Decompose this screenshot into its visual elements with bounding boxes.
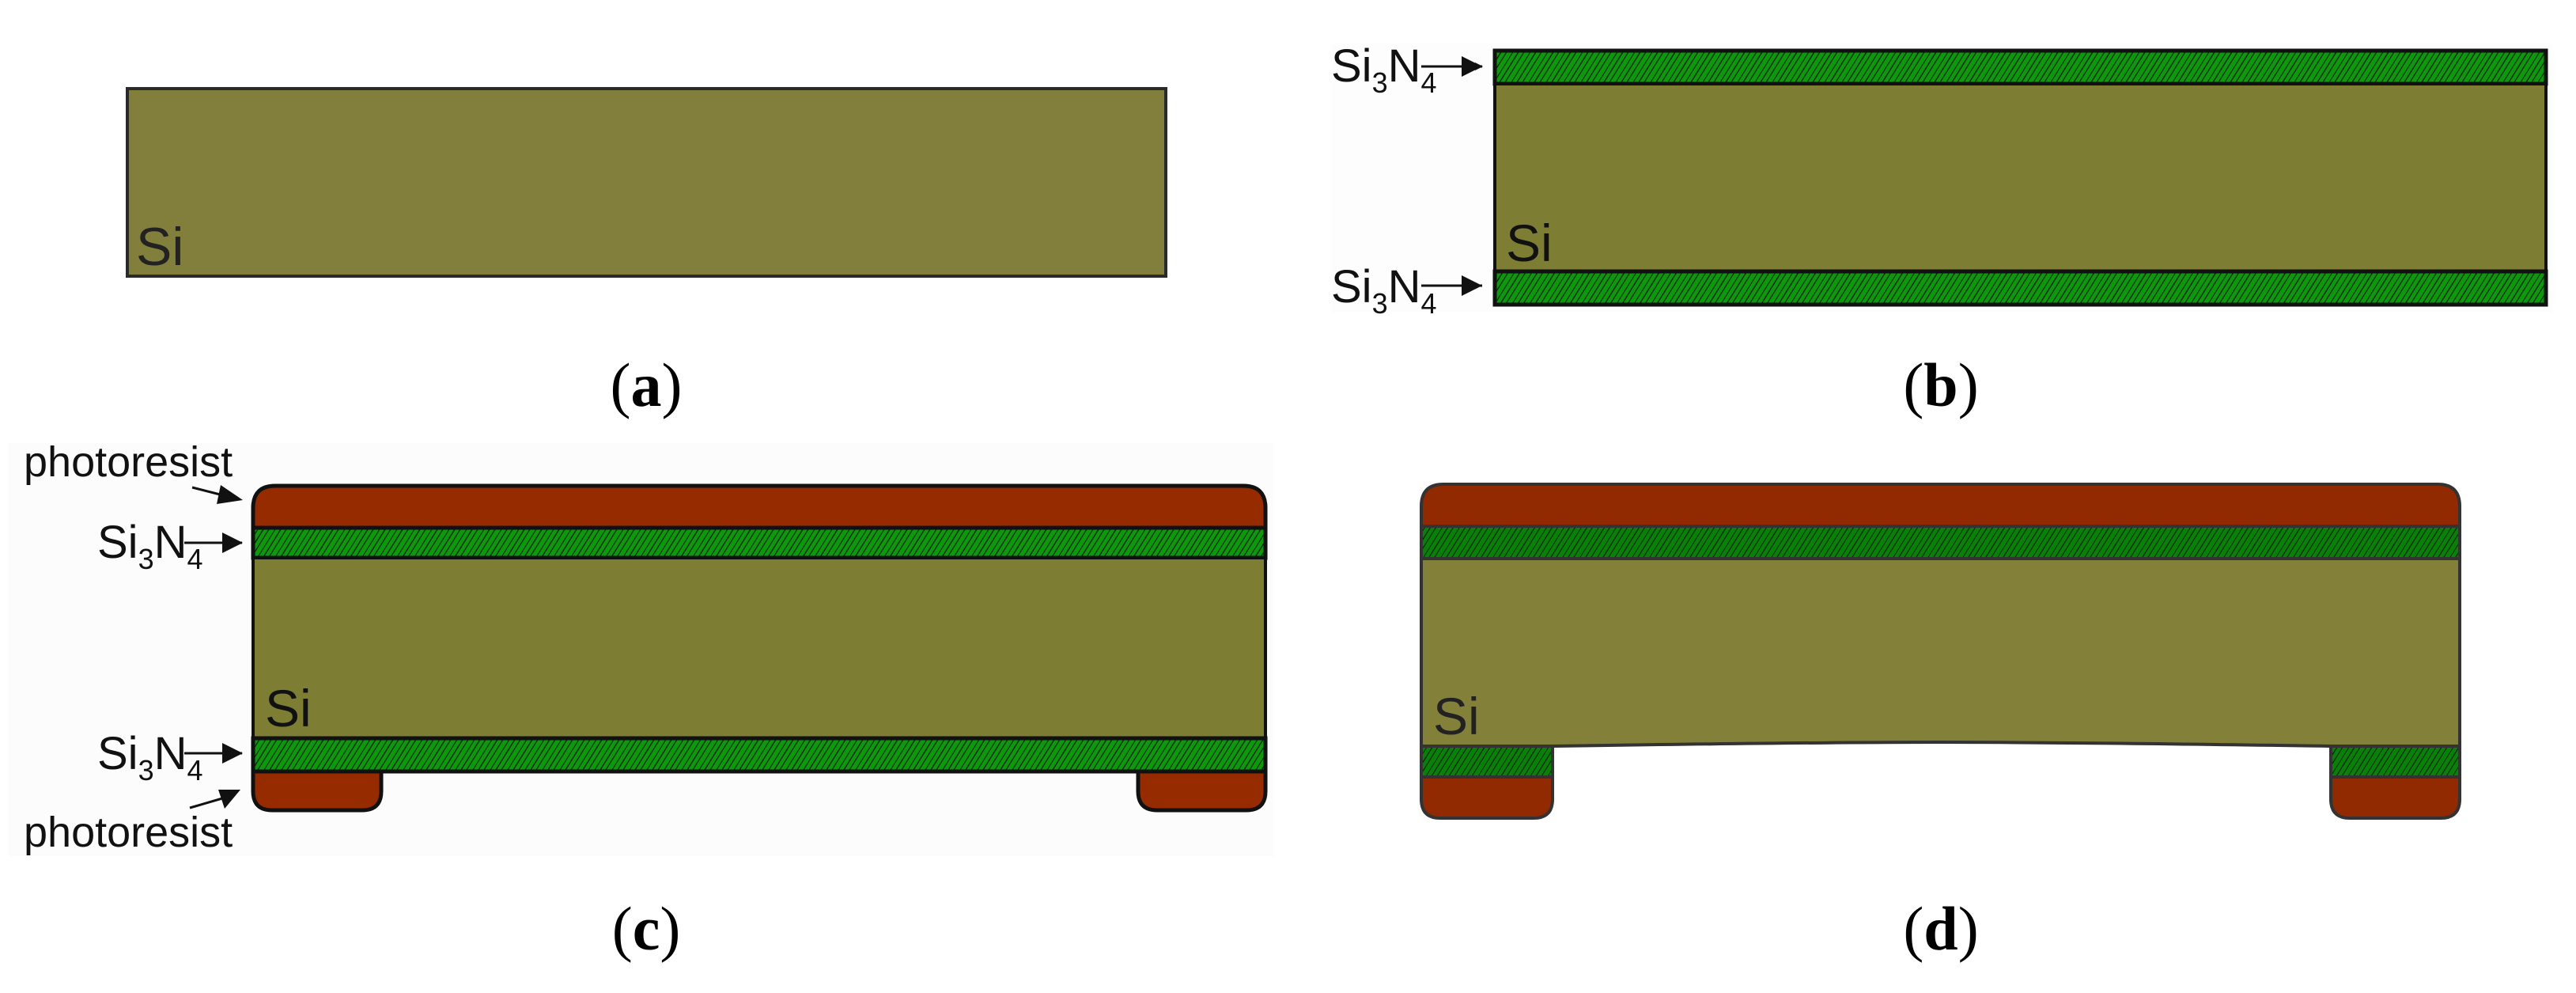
- bottom-nitride-pad-left: [1420, 745, 1554, 779]
- panel-c: Si photoresist Si3N4 Si3N4 photoresist (…: [8, 438, 1273, 963]
- etched-silicon-substrate: [1420, 557, 2461, 748]
- panel-caption-d: (d): [1903, 894, 1978, 963]
- photoresist-callout-top: photoresist: [24, 438, 243, 504]
- svg-text:Si3N4: Si3N4: [1331, 261, 1437, 320]
- bottom-nitride-pad-right: [2329, 745, 2461, 779]
- nitride-callout-top: Si3N4: [97, 517, 243, 575]
- bottom-photoresist-pad-left: [251, 769, 384, 813]
- svg-text:Si3N4: Si3N4: [1331, 40, 1437, 99]
- svg-text:photoresist: photoresist: [24, 438, 233, 486]
- panel-b: Si Si3N4 Si3N4 (b): [1331, 40, 2553, 419]
- svg-text:photoresist: photoresist: [24, 809, 233, 856]
- bottom-photoresist-pad-right: [2329, 775, 2461, 820]
- silicon-label: Si: [1506, 214, 1553, 272]
- silicon-substrate: [1493, 82, 2548, 273]
- svg-text:Si3N4: Si3N4: [97, 728, 203, 786]
- silicon-label: Si: [265, 679, 312, 737]
- bottom-nitride-layer: [1492, 269, 2548, 307]
- silicon-label: Si: [1433, 687, 1480, 745]
- bottom-photoresist-pad-right: [1136, 769, 1268, 813]
- silicon-label: Si: [136, 217, 183, 277]
- photoresist-callout-bottom: photoresist: [24, 790, 240, 856]
- top-photoresist: [1420, 483, 2461, 528]
- panel-caption-c: (c): [612, 894, 681, 963]
- silicon-substrate: [126, 87, 1167, 278]
- bottom-photoresist-pad-left: [1420, 775, 1554, 820]
- panel-caption-a: (a): [611, 351, 683, 419]
- top-nitride-layer: [1420, 525, 2461, 560]
- top-nitride-layer: [1492, 48, 2548, 86]
- panel-caption-b: (b): [1903, 351, 1978, 419]
- bottom-nitride-layer: [251, 736, 1268, 774]
- svg-text:Si3N4: Si3N4: [97, 517, 203, 575]
- nitride-callout-bottom: Si3N4: [97, 728, 243, 786]
- panel-d: Si (d): [1420, 483, 2461, 963]
- panel-a: Si (a): [126, 87, 1167, 419]
- silicon-substrate: [252, 556, 1267, 740]
- top-nitride-layer: [251, 525, 1268, 560]
- nitride-callout-top: Si3N4: [1331, 40, 1483, 99]
- nitride-callout-bottom: Si3N4: [1331, 261, 1482, 320]
- top-photoresist: [251, 483, 1268, 530]
